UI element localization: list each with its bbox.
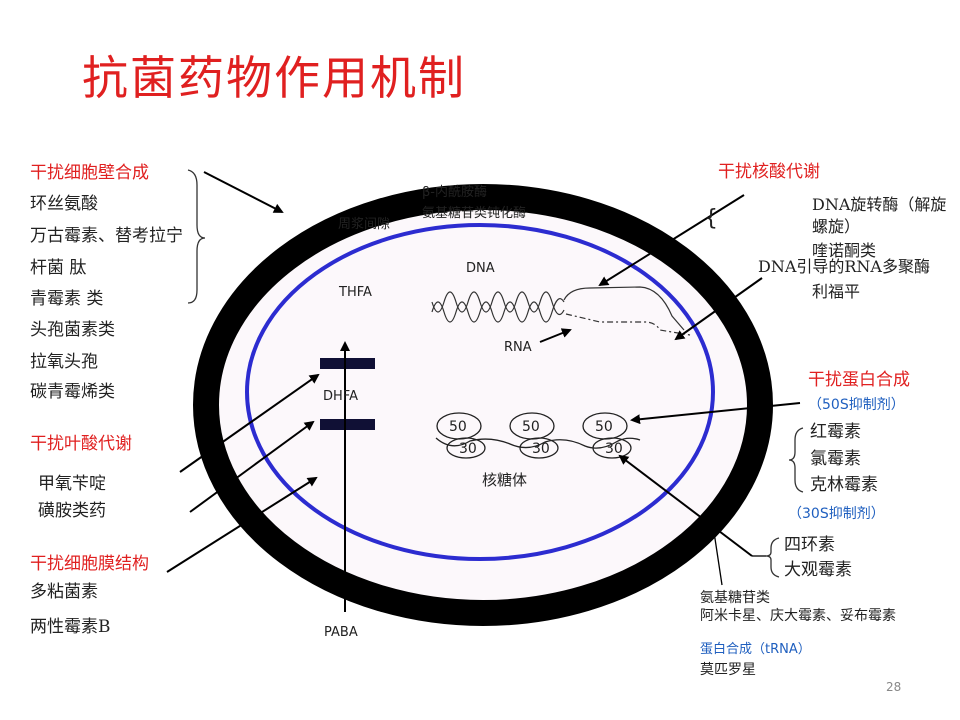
trna-drug: 莫匹罗星 (700, 662, 756, 678)
ribosome-30s-number: 30 (459, 441, 477, 457)
cell-wall-bracket (187, 169, 206, 304)
periplasm-label: 周浆间隙 (338, 217, 391, 232)
ribosome-50s-number: 50 (449, 419, 467, 435)
dna-helix (431, 286, 691, 336)
dna-label: DNA (466, 261, 495, 276)
membrane-drug: 两性霉素B (30, 617, 111, 637)
macrolide-drug: 克林霉素 (810, 475, 878, 495)
nucleic-item: 利福平 (812, 282, 861, 301)
tetracycline-bracket (765, 537, 780, 578)
rna-label: RNA (504, 340, 532, 355)
page-number: 28 (886, 680, 902, 694)
folate-drug: 甲氧苄啶 (38, 474, 106, 494)
cell-membrane (245, 223, 715, 561)
arrow-rna (539, 328, 572, 343)
arrow-cell-wall (203, 171, 284, 213)
membrane-heading: 干扰细胞膜结构 (30, 554, 149, 574)
tetracycline-drug: 大观霉素 (784, 560, 852, 580)
page-title: 抗菌药物作用机制 (82, 51, 466, 105)
ribosome-30s-number: 30 (532, 441, 550, 457)
quinolone-bracket-glyph: { (704, 206, 718, 231)
arrow-folate-2 (189, 420, 315, 513)
ribosome-50s-number: 50 (595, 419, 613, 435)
membrane-drug: 多粘菌素 (30, 582, 98, 602)
aminoglycoside-title: 氨基糖苷类 (700, 590, 770, 606)
cell-wall-drug: 环丝氨酸 (30, 194, 98, 214)
cell-wall-drug: 碳青霉烯类 (30, 382, 115, 402)
aminoglycoside-line (713, 531, 723, 586)
cell-wall-drug: 头孢菌素类 (30, 320, 115, 340)
macrolide-drug: 红霉素 (810, 422, 861, 442)
protein-heading: 干扰蛋白合成 (808, 370, 910, 390)
cell-wall-drug: 拉氧头孢 (30, 352, 98, 372)
nucleic-item: 螺旋） (812, 217, 861, 236)
tetracycline-drug: 四环素 (784, 535, 835, 555)
protein-30s-label: （30S抑制剂） (788, 506, 885, 522)
arrow-rifampicin (674, 277, 763, 341)
thfa-label: THFA (339, 285, 372, 300)
cell-wall-heading: 干扰细胞壁合成 (30, 163, 149, 183)
cell-wall-drug: 青霉素 类 (30, 289, 104, 309)
ribosome-label: 核糖体 (482, 471, 528, 489)
macrolide-bracket (788, 427, 804, 493)
cell-wall (193, 184, 773, 626)
aminoglycoside-drugs: 阿米卡星、庆大霉素、妥布霉素 (700, 608, 896, 624)
nucleic-item: 喹诺酮类 (812, 241, 877, 260)
folate-heading: 干扰叶酸代谢 (30, 434, 132, 454)
ribosome-30s-number: 30 (605, 441, 623, 457)
folate-drug: 磺胺类药 (38, 501, 106, 521)
ribosome-group (435, 412, 641, 459)
cell-wall-drug: 杆菌 肽 (30, 258, 87, 278)
nucleic-item: DNA引导的RNA多聚酶 (758, 257, 930, 276)
macrolide-drug: 氯霉素 (810, 449, 861, 469)
cell-wall-drug: 万古霉素、替考拉宁 (30, 226, 183, 246)
nucleic-item: DNA旋转酶（解旋 (812, 195, 947, 214)
arrow-folate-1 (179, 373, 320, 473)
arrow-50s (630, 402, 801, 425)
arrow-membrane (166, 476, 318, 573)
beta-lactamase-label: β-内酰胺酶 (422, 185, 487, 200)
aminoglycoside-enzyme-label: 氨基糖苷类钝化酶 (422, 206, 527, 221)
protein-50s-label: （50S抑制剂） (808, 397, 905, 413)
arrow-quinolone (598, 194, 745, 287)
ribosome-50s-number: 50 (522, 419, 540, 435)
paba-label: PABA (324, 625, 358, 640)
arrow-30s (618, 454, 753, 557)
dhfa-block-top (320, 358, 375, 369)
nucleic-heading: 干扰核酸代谢 (718, 162, 820, 182)
dhfa-label: DHFA (323, 389, 358, 404)
dhfa-block-bottom (320, 419, 375, 430)
trna-label: 蛋白合成（tRNA） (700, 642, 811, 657)
